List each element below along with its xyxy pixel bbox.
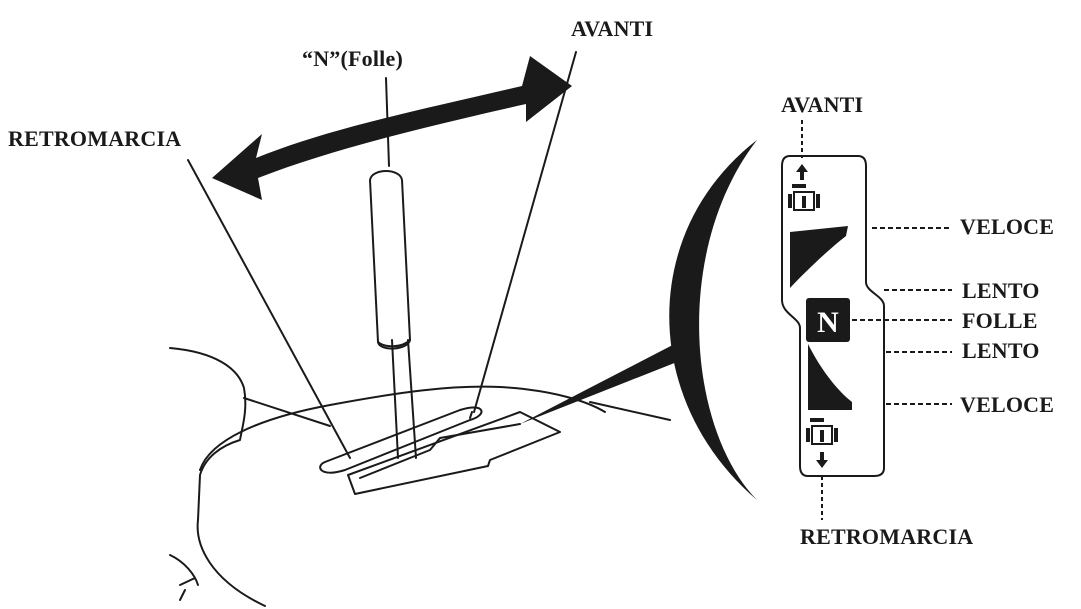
lever-knob (369, 170, 411, 350)
indicator-panel (781, 155, 885, 477)
body-outline (199, 385, 606, 471)
label-neutral-panel: FOLLE (962, 308, 1038, 333)
gate-plate (347, 411, 561, 495)
leader-forward-2 (469, 411, 473, 419)
leader-reverse (187, 159, 351, 459)
gate-slot-upper (319, 406, 483, 474)
seat-outline (169, 347, 266, 607)
leader-forward (473, 51, 577, 413)
rear-edge (589, 401, 671, 421)
label-slow-forward: LENTO (962, 278, 1040, 303)
lever-collar (377, 339, 411, 348)
n-badge-text: N (817, 306, 839, 339)
speed-wedge-icon (790, 226, 848, 288)
label-fast-reverse: VELOCE (960, 392, 1055, 417)
lever-shaft-right (407, 339, 417, 459)
panel-up-arrow-icon (796, 164, 808, 180)
zoom-lens (669, 140, 757, 500)
n-badge (806, 298, 850, 342)
tractor-reverse-icon (806, 418, 838, 445)
double-arrow-icon (212, 56, 572, 200)
gate-plate-groove (359, 423, 521, 479)
zoom-beam (520, 336, 690, 424)
panel-down-arrow-icon (816, 452, 828, 468)
label-neutral: “N”(Folle) (302, 46, 403, 71)
side-lines (169, 554, 199, 601)
lever-shaft-left (391, 339, 399, 459)
label-panel-forward: AVANTI (781, 92, 864, 117)
label-forward: AVANTI (571, 16, 654, 41)
label-reverse: RETROMARCIA (8, 126, 182, 151)
body-edge (243, 397, 331, 427)
label-fast-forward: VELOCE (960, 214, 1055, 239)
speed-wedge-reverse-icon (808, 344, 852, 410)
label-panel-reverse: RETROMARCIA (800, 524, 974, 549)
label-slow-reverse: LENTO (962, 338, 1040, 363)
tractor-forward-icon (788, 184, 820, 211)
